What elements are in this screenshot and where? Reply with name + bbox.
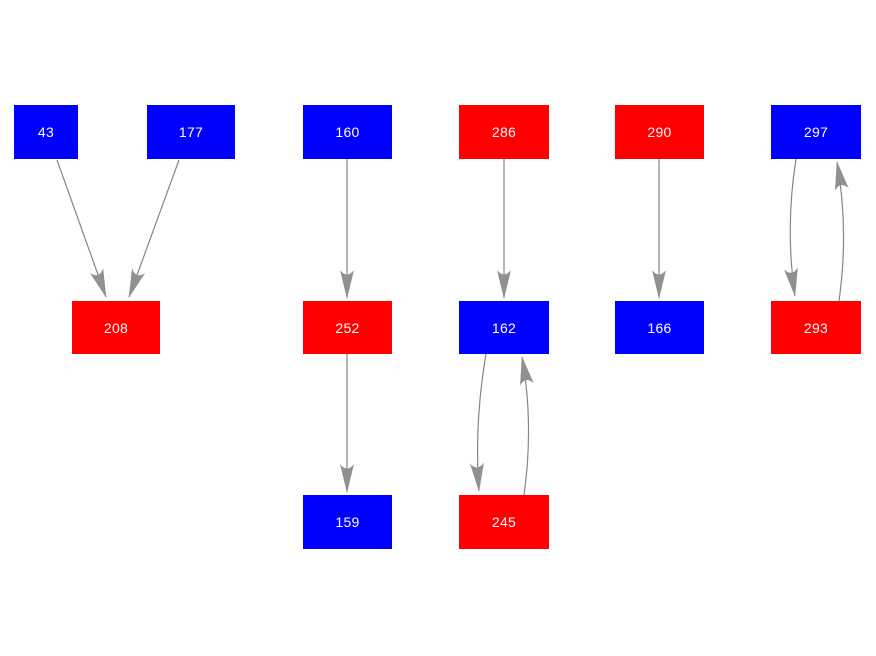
- node-label: 160: [335, 124, 360, 140]
- node-177[interactable]: 177: [147, 105, 235, 159]
- edge-293-to-297: [834, 161, 849, 302]
- node-label: 159: [335, 514, 360, 530]
- node-208[interactable]: 208: [72, 301, 160, 354]
- edge-43-to-208: [56, 159, 107, 298]
- node-43[interactable]: 43: [14, 105, 78, 159]
- node-286[interactable]: 286: [459, 105, 549, 159]
- node-label: 166: [647, 319, 672, 336]
- node-297[interactable]: 297: [771, 105, 861, 159]
- node-label: 245: [491, 514, 517, 530]
- node-label: 252: [335, 319, 360, 336]
- node-label: 177: [178, 124, 204, 140]
- node-166[interactable]: 166: [615, 301, 704, 354]
- node-162[interactable]: 162: [459, 301, 549, 354]
- edge-245-to-162: [520, 356, 534, 496]
- edge-162-to-245: [469, 353, 487, 492]
- node-label: 297: [803, 124, 829, 140]
- edge-297-to-293: [784, 158, 798, 297]
- node-label: 162: [491, 319, 517, 336]
- edge-177-to-208: [128, 159, 180, 298]
- node-label: 43: [37, 124, 55, 140]
- node-label: 286: [491, 124, 517, 140]
- node-159[interactable]: 159: [303, 495, 392, 549]
- node-290[interactable]: 290: [615, 105, 704, 159]
- node-252[interactable]: 252: [303, 301, 392, 354]
- node-293[interactable]: 293: [771, 301, 861, 354]
- node-label: 290: [647, 124, 672, 140]
- edges-group: [56, 158, 849, 496]
- node-label: 208: [103, 319, 129, 336]
- node-160[interactable]: 160: [303, 105, 392, 159]
- node-245[interactable]: 245: [459, 495, 549, 549]
- node-label: 293: [803, 319, 829, 336]
